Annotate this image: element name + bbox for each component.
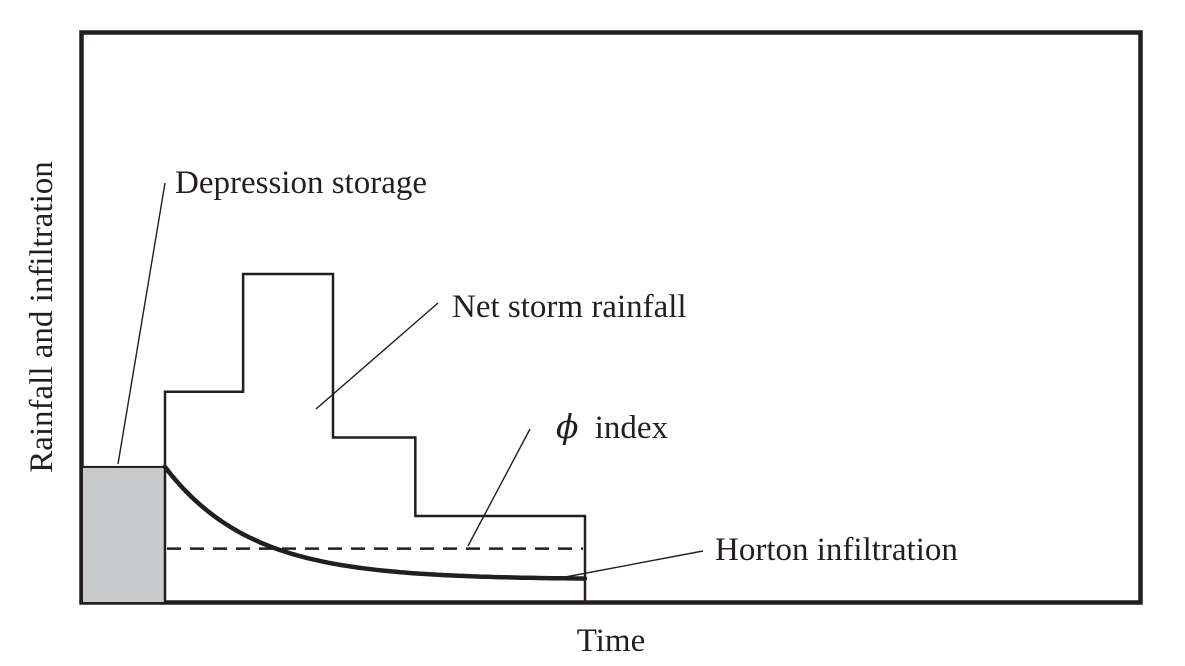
horton-curve bbox=[162, 464, 588, 581]
y-axis-label: Rainfall and infiltration bbox=[24, 161, 60, 473]
phi-index-label: ϕ index bbox=[556, 407, 669, 446]
net-storm-rainfall-label: Net storm rainfall bbox=[452, 289, 687, 325]
phi-index-label-text: index bbox=[595, 410, 669, 446]
plot-box bbox=[79, 30, 1143, 605]
depression-storage-label: Depression storage bbox=[175, 165, 427, 201]
depression-storage-area bbox=[81, 465, 166, 604]
x-axis-label: Time bbox=[577, 623, 645, 659]
phi-symbol: ϕ bbox=[556, 407, 579, 446]
leader-lines bbox=[117, 182, 704, 579]
phi-index-leader-line bbox=[467, 428, 531, 547]
hyetograph-outline bbox=[163, 272, 587, 603]
horton-leader-line bbox=[559, 550, 704, 579]
net-storm-leader-line bbox=[315, 302, 439, 410]
depression-leader-line bbox=[117, 182, 166, 465]
horton-infiltration-label: Horton infiltration bbox=[715, 532, 958, 568]
